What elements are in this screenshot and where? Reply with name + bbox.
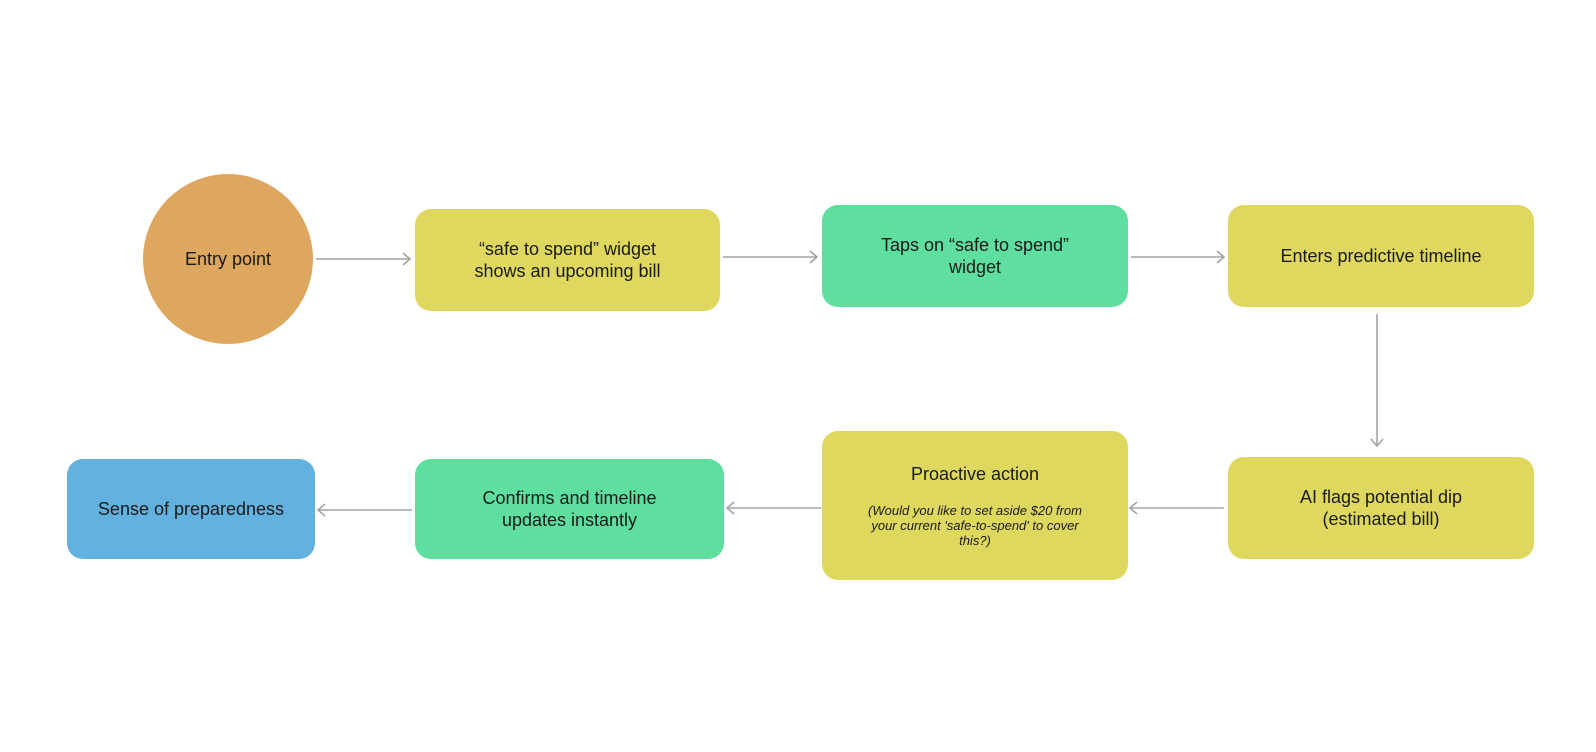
node-confirms-timeline: Confirms and timeline updates instantly xyxy=(415,459,724,559)
node-widget-shows-bill: “safe to spend” widget shows an upcoming… xyxy=(415,209,720,311)
node-taps-widget-label: Taps on “safe to spend” widget xyxy=(880,235,1070,277)
arrow-widget-bill-to-taps xyxy=(723,250,819,264)
node-proactive-action: Proactive action (Would you like to set … xyxy=(822,431,1128,580)
node-taps-widget: Taps on “safe to spend” widget xyxy=(822,205,1128,307)
node-predictive-timeline-label: Enters predictive timeline xyxy=(1280,246,1482,266)
node-ai-flags-dip-label: AI flags potential dip (estimated bill) xyxy=(1299,487,1463,529)
node-proactive-action-prompt: (Would you like to set aside $20 from yo… xyxy=(868,503,1082,548)
node-sense-of-preparedness-label: Sense of preparedness xyxy=(97,499,285,519)
node-ai-flags-dip: AI flags potential dip (estimated bill) xyxy=(1228,457,1534,559)
node-entry-point-label: Entry point xyxy=(184,249,272,269)
node-widget-shows-bill-label: “safe to spend” widget shows an upcoming… xyxy=(474,239,661,281)
node-confirms-timeline-label: Confirms and timeline updates instantly xyxy=(482,488,657,530)
arrow-ai-flags-to-proactive xyxy=(1128,501,1224,515)
arrow-confirms-to-preparedness xyxy=(316,503,412,517)
node-entry-point: Entry point xyxy=(143,174,313,344)
node-proactive-action-label: Proactive action xyxy=(910,464,1040,484)
node-predictive-timeline: Enters predictive timeline xyxy=(1228,205,1534,307)
arrow-timeline-to-ai-flags xyxy=(1370,314,1384,448)
arrow-taps-to-timeline xyxy=(1131,250,1226,264)
arrow-proactive-to-confirms xyxy=(725,501,821,515)
arrow-entry-to-widget-bill xyxy=(316,252,412,266)
node-sense-of-preparedness: Sense of preparedness xyxy=(67,459,315,559)
